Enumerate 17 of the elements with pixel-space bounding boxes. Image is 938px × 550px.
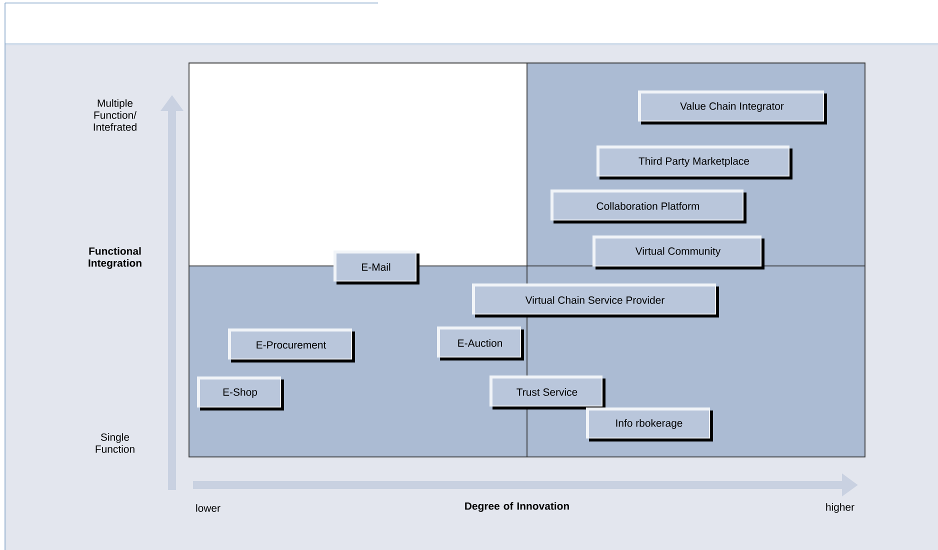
axis-end-label: Single Function	[96, 433, 134, 453]
service-box: E-Procurement	[228, 328, 355, 362]
service-box: E-Mail	[334, 250, 420, 284]
axis-end-label: lower	[196, 504, 220, 512]
service-box: E-Shop	[197, 376, 284, 410]
service-box: Virtual Chain Service Provider	[472, 283, 719, 318]
service-box: Value Chain Integrator	[638, 90, 827, 124]
service-box: E-Auction	[437, 326, 524, 360]
axis-end-label: Multiple Function/ Intefrated	[94, 99, 137, 131]
axis-end-label: higher	[826, 503, 854, 513]
axis-title: Degree of Innovation	[465, 502, 569, 512]
axis-title: Functional Integration	[88, 247, 142, 269]
service-box: Info rbokerage	[586, 407, 713, 442]
service-box: Collaboration Platform	[550, 189, 746, 224]
service-box: Third Party Marketplace	[596, 145, 792, 180]
service-box: Trust Service	[490, 375, 606, 410]
service-box: Virtual Community	[592, 235, 764, 270]
